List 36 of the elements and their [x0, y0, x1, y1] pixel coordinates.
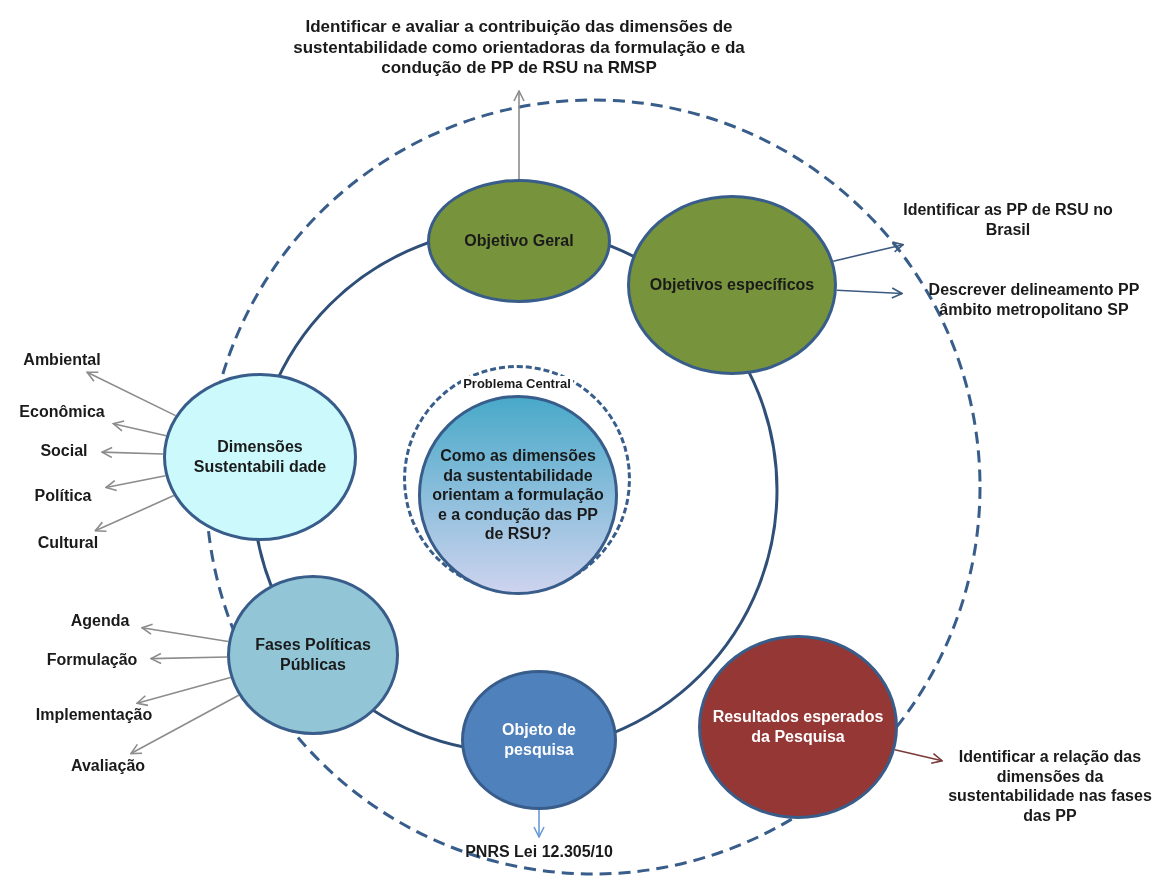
arrow: [101, 446, 164, 459]
arrow: [513, 90, 525, 180]
label-text: Social: [39, 441, 89, 461]
node-label: Resultados esperados da Pesquisa: [711, 707, 885, 747]
node-label: Dimensões Sustentabili dade: [192, 437, 328, 477]
arrow: [130, 694, 240, 755]
node-label: Fases Políticas Públicas: [254, 635, 372, 675]
arrow: [105, 474, 167, 492]
dashed-circle: [403, 365, 631, 593]
arrow: [894, 748, 943, 765]
arrow: [112, 420, 167, 437]
label-text: Avaliação: [69, 756, 147, 776]
arrow: [533, 809, 545, 838]
label-text: PNRS Lei 12.305/10: [464, 842, 614, 862]
arrow: [836, 287, 903, 299]
label-text: Cultural: [36, 533, 100, 553]
label-text: Ambiental: [22, 350, 102, 370]
label-text: Identificar a relação das dimensões da sustentabilidade nas fases das PP: [947, 746, 1153, 826]
arrow: [86, 371, 177, 417]
label-text: Agenda: [69, 611, 131, 631]
arrow: [832, 241, 904, 262]
label-text: Política: [33, 486, 93, 506]
node-label: Objeto de pesquisa: [501, 720, 577, 760]
node-label: Objetivo Geral: [464, 231, 574, 251]
arrow: [136, 676, 232, 707]
label-text: Formulação: [45, 650, 139, 670]
label-text: Identificar e avaliar a contribuição das dimensões de sustentabilidade como orientadoras da formulação e da condução de PP de RSU na RMSP: [292, 16, 746, 80]
label-text: Identificar as PP de RSU no Brasil: [902, 200, 1114, 240]
node-label: Objetivos específicos: [649, 275, 815, 295]
label-text: Implementação: [34, 705, 154, 725]
label-text: Econômica: [18, 402, 106, 422]
label-text: Descrever delineamento PP âmbito metropolitano SP: [927, 280, 1141, 320]
arrow: [141, 623, 230, 643]
node-label: Como as dimensões da sustentabilidade orientam a formulação e a condução das PP de RSU?: [431, 446, 605, 544]
arrow: [150, 652, 228, 665]
arrow: [94, 494, 175, 533]
